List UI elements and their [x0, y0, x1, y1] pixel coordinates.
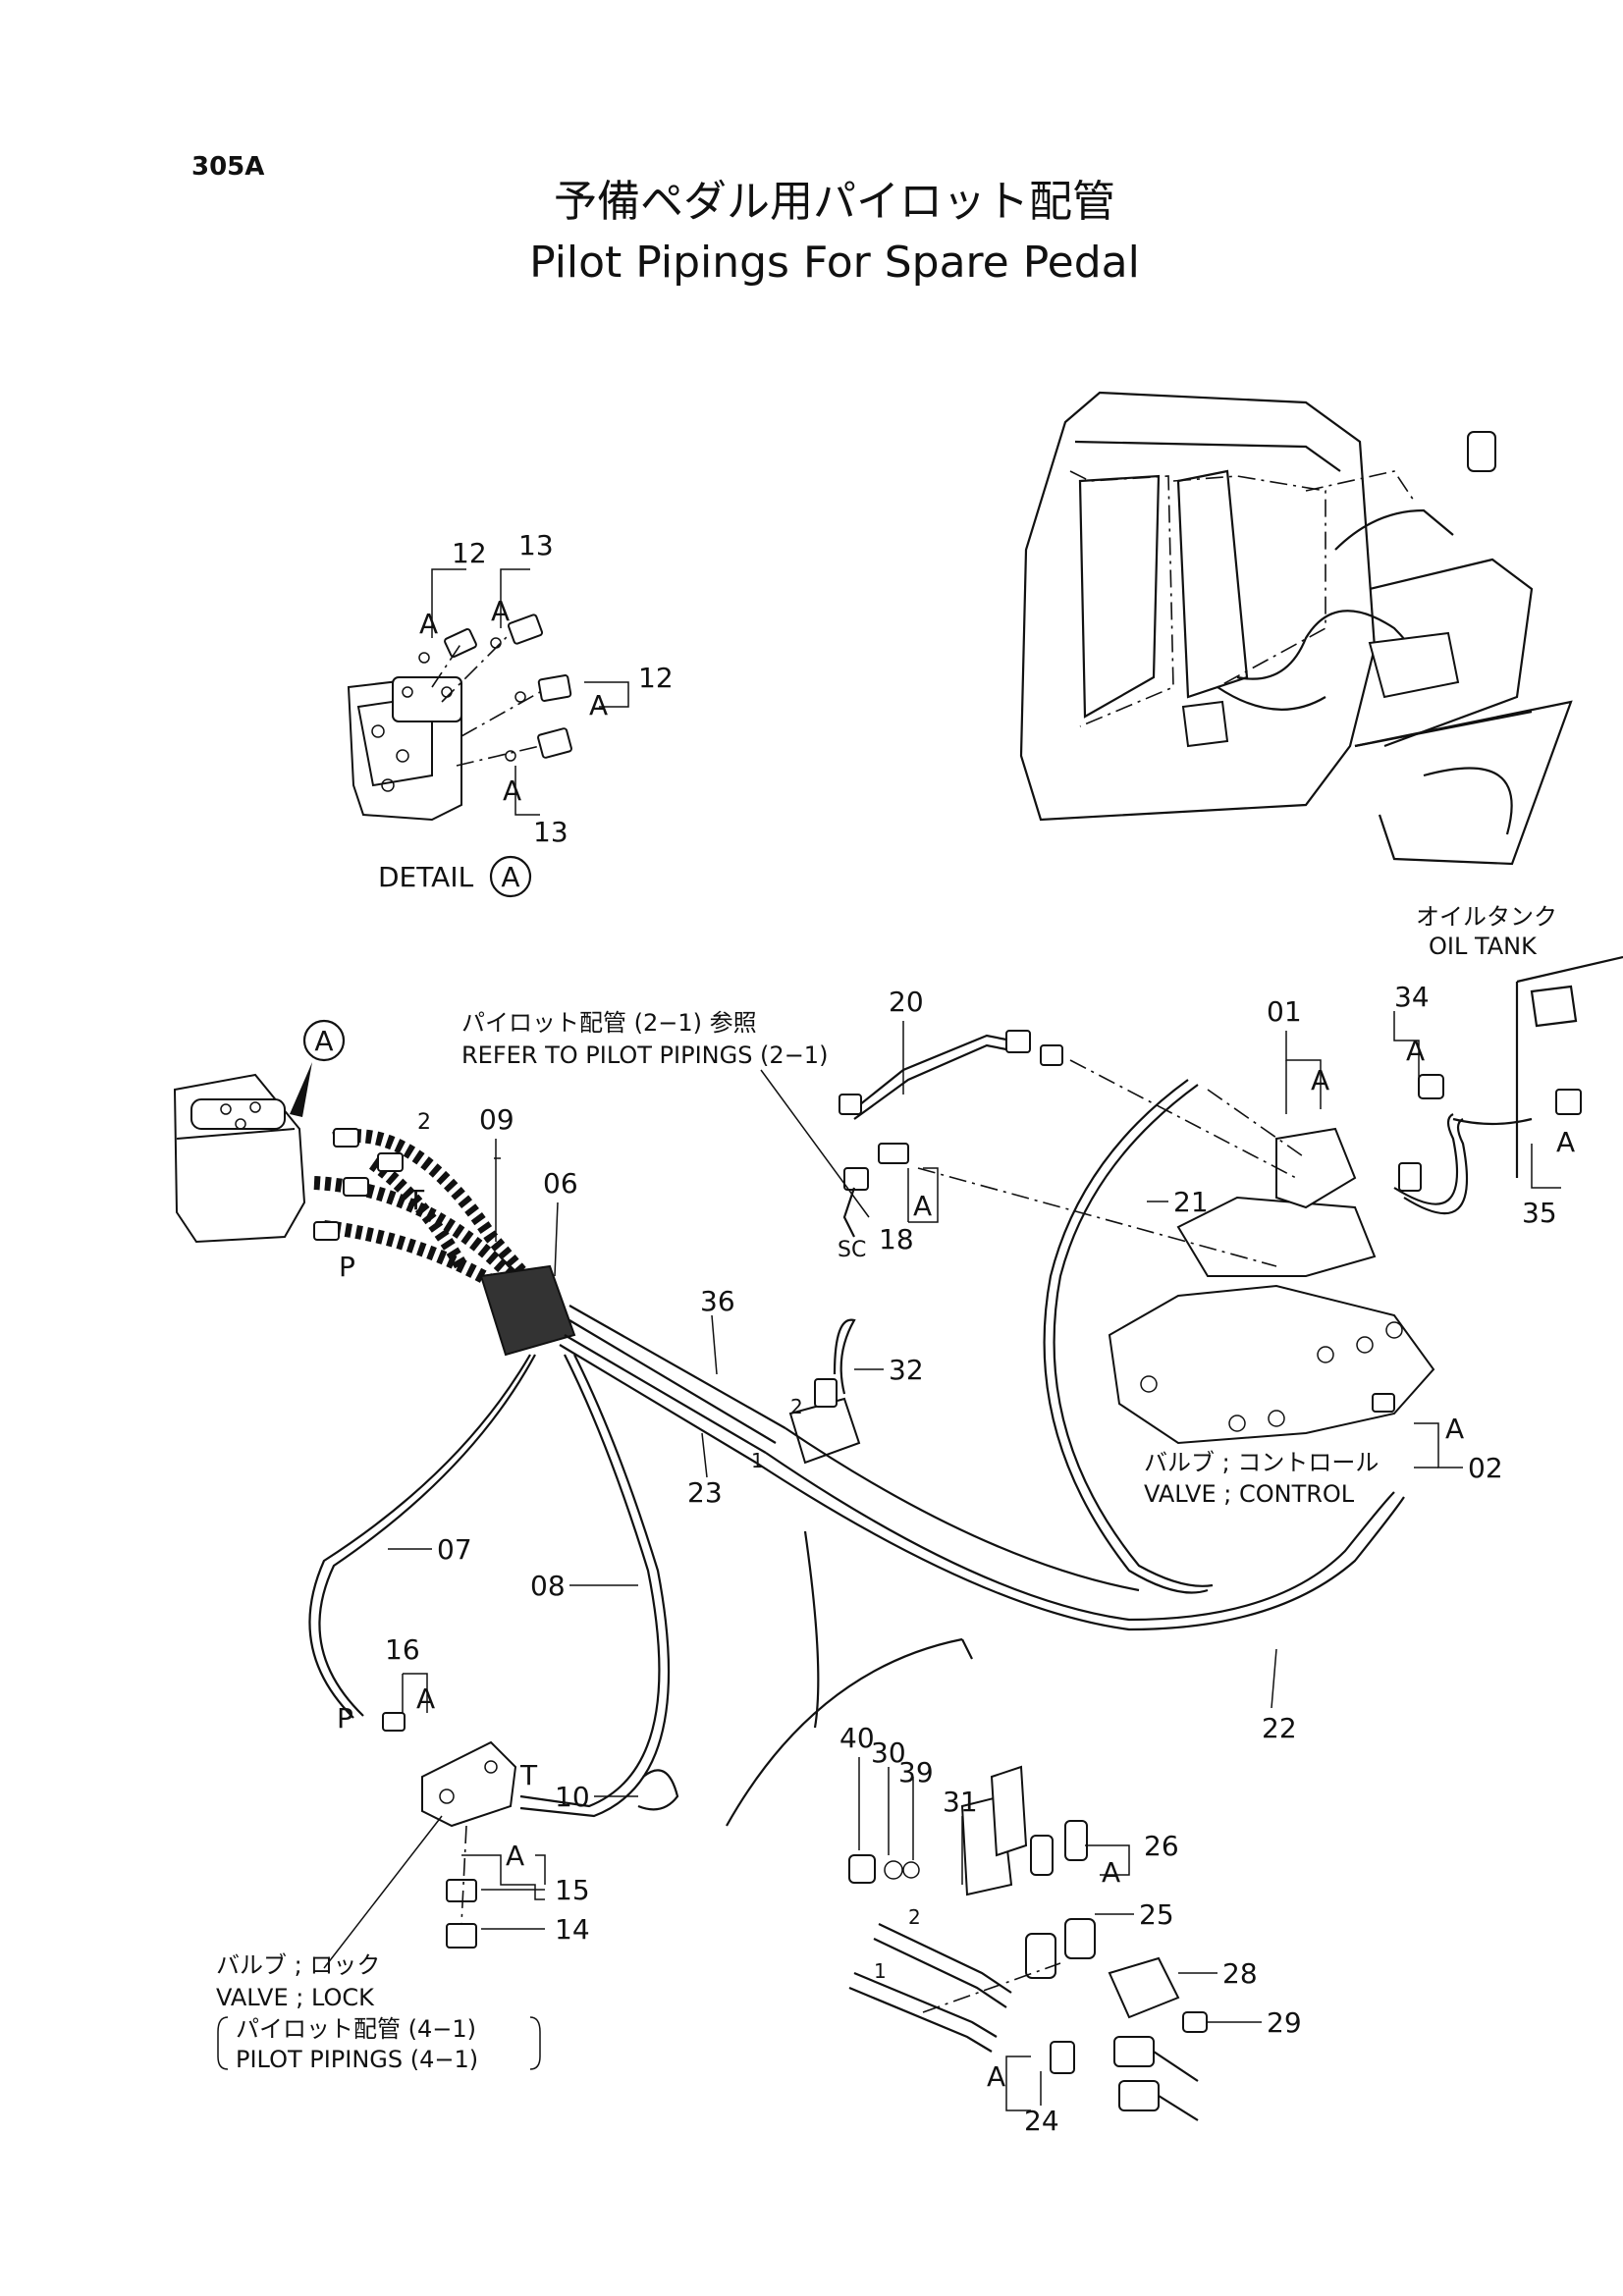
hose-bundle: [313, 1128, 786, 1464]
detail-letter-a1: A: [419, 608, 438, 640]
callout-34: 34: [1394, 981, 1430, 1013]
port-a-26: A: [1102, 1856, 1120, 1889]
callout-02: 02: [1468, 1452, 1503, 1484]
excavator-cab-view: [1019, 391, 1573, 866]
callout-15: 15: [555, 1874, 590, 1906]
port-sc: SC: [838, 1238, 866, 1262]
callout-01: 01: [1267, 995, 1302, 1028]
callout-31: 32: [889, 1354, 924, 1386]
callout-28: 28: [1222, 1957, 1258, 1990]
callout-18: 18: [879, 1223, 914, 1255]
lock-letter-a2: A: [506, 1840, 524, 1872]
port-a-24: A: [987, 2060, 1005, 2093]
oil-tank-en: OIL TANK: [1429, 933, 1538, 960]
lock-letter-a1: A: [416, 1682, 435, 1715]
callout-14: 14: [555, 1913, 590, 1946]
port-2-bracket: 2: [908, 1905, 921, 1929]
detail-letter-a4: A: [503, 774, 521, 807]
callout-36: 36: [700, 1285, 735, 1317]
pedal-marker-circle: [302, 1019, 346, 1062]
callout-26: 26: [1144, 1830, 1179, 1862]
refer-note-ja: パイロット配管 (2−1) 参照: [461, 1009, 757, 1037]
port-1-bracket: 1: [874, 1959, 887, 1983]
callout-39: 39: [898, 1756, 934, 1789]
callout-35: 35: [1522, 1197, 1557, 1229]
valve-lock-ja: バルブ ; ロック: [216, 1951, 380, 1979]
callout-23: 23: [687, 1476, 723, 1509]
port-a-18: A: [913, 1190, 932, 1222]
callout-07: 07: [437, 1533, 472, 1566]
port-t-upper: T: [406, 1184, 425, 1216]
port-a-01: A: [1311, 1064, 1329, 1096]
detail-marker-circle: [489, 855, 532, 898]
callout-10: 10: [555, 1781, 590, 1813]
title-english: Pilot Pipings For Spare Pedal: [529, 238, 1140, 288]
port-2-junction: 2: [790, 1395, 803, 1418]
pedal-marker: A: [314, 1025, 333, 1057]
pilot41-en: PILOT PIPINGS (4−1): [236, 2046, 478, 2073]
detail-letter-a2: A: [491, 595, 510, 627]
port-a-35: A: [1556, 1126, 1575, 1158]
callout-40: 40: [839, 1722, 875, 1754]
junction-block: [788, 1318, 861, 1465]
detail-a-view: 12 13 12 13 A A A A DETAIL A: [347, 529, 674, 898]
detail-callout-13a: 13: [518, 529, 554, 561]
port-a-34: A: [1406, 1035, 1425, 1067]
control-valve: [1108, 1127, 1435, 1445]
lock-valve: [382, 1712, 517, 1949]
page-code: 305A: [191, 152, 264, 182]
callout-21: 21: [1173, 1186, 1209, 1218]
detail-label: DETAIL: [378, 861, 474, 893]
callout-32: 31: [943, 1786, 978, 1818]
callout-30: 30: [871, 1736, 906, 1769]
valve-control-en: VALVE ; CONTROL: [1144, 1480, 1355, 1508]
port-2-upper: 2: [417, 1110, 431, 1135]
detail-callout-12a: 12: [452, 537, 487, 569]
port-p-upper: P: [339, 1251, 355, 1283]
detail-letter-a3: A: [589, 689, 608, 721]
callout-08: 08: [530, 1570, 566, 1602]
detail-marker: A: [501, 861, 519, 893]
detail-callout-12b: 12: [638, 662, 674, 694]
detail-callout-13b: 13: [533, 816, 568, 848]
port-p-lower: P: [337, 1702, 353, 1735]
pedal-valve-assembly: A: [173, 1019, 346, 1244]
callout-16: 16: [385, 1633, 420, 1666]
port-1-junction: 1: [751, 1449, 764, 1472]
callout-25: 25: [1139, 1898, 1174, 1931]
hose-clamp-06: [479, 1264, 576, 1357]
oil-tank: [1393, 955, 1623, 1215]
callout-20: 20: [889, 986, 924, 1018]
bracket-detail: [726, 1530, 1208, 2121]
callouts: 09 06 07 08 10 16 A A 15 14 P T 2 P T パイ…: [216, 903, 1575, 2137]
port-a-02: A: [1445, 1413, 1464, 1445]
valve-control-ja: バルブ ; コントロール: [1144, 1449, 1379, 1476]
callout-29: 29: [1267, 2006, 1302, 2039]
callout-09: 09: [479, 1103, 514, 1136]
callout-06: 06: [543, 1167, 578, 1200]
pilot41-ja: パイロット配管 (4−1): [236, 2015, 476, 2043]
callout-24: 24: [1024, 2105, 1059, 2137]
valve-lock-en: VALVE ; LOCK: [216, 1984, 375, 2011]
oil-tank-ja: オイルタンク: [1416, 903, 1557, 931]
title-japanese: 予備ペダル用パイロット配管: [554, 177, 1115, 227]
port-t-lower: T: [519, 1759, 538, 1791]
refer-note-en: REFER TO PILOT PIPINGS (2−1): [461, 1041, 828, 1069]
callout-22: 22: [1262, 1712, 1297, 1744]
